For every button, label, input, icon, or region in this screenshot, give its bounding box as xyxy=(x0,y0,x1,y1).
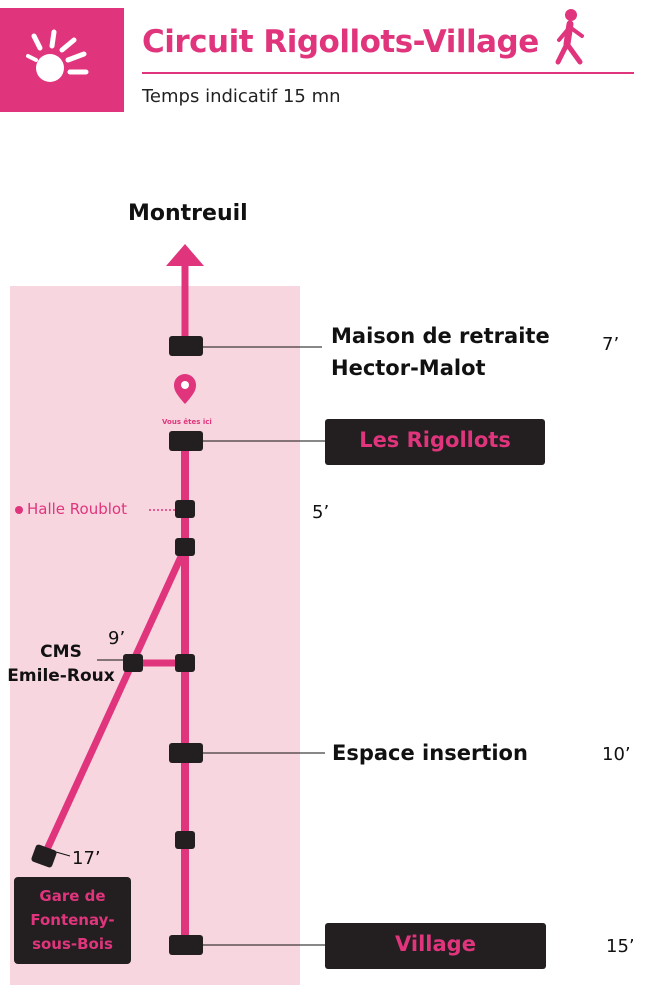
you-are-here-label: Vous êtes ici xyxy=(162,418,212,426)
gare-box xyxy=(14,877,131,964)
stop-village-label: Village xyxy=(395,932,476,956)
rigollots-box xyxy=(325,419,545,465)
walking-person-icon xyxy=(555,9,584,65)
destination-label: Montreuil xyxy=(128,201,248,226)
stop-marker-village xyxy=(169,935,203,955)
stop-marker-cms-right xyxy=(175,654,195,672)
logo-box xyxy=(0,8,124,112)
time-gare: 17’ xyxy=(72,848,101,869)
stop-marker-cms-left xyxy=(123,654,143,672)
stop-marker-halle xyxy=(175,500,195,518)
stop-cms-label: CMS xyxy=(40,642,82,662)
time-village: 15’ xyxy=(606,936,635,957)
stop-marker-maison xyxy=(169,336,203,356)
location-pin-icon xyxy=(174,374,196,404)
page-title: Circuit Rigollots-Village xyxy=(142,24,539,60)
stop-maison-line1: Maison de retraite xyxy=(331,324,550,348)
stop-marker-between xyxy=(175,831,195,849)
stop-cms-label-line2: Emile-Roux xyxy=(7,666,115,686)
stop-halle-label: Halle Roublot xyxy=(27,500,127,518)
stop-gare-line1: Gare de xyxy=(39,887,106,905)
arrow-up-icon xyxy=(166,244,204,266)
stop-marker-rigollots xyxy=(169,431,203,451)
time-halle: 5’ xyxy=(312,502,330,523)
stop-marker-junction xyxy=(175,538,195,556)
stop-espace-label: Espace insertion xyxy=(332,741,528,765)
stop-marker-gare xyxy=(31,844,57,868)
stop-marker-espace xyxy=(169,743,203,763)
time-espace: 10’ xyxy=(602,744,631,765)
route-line-branch xyxy=(40,546,189,858)
time-maison: 7’ xyxy=(602,334,620,355)
page-subtitle: Temps indicatif 15 mn xyxy=(142,86,341,107)
sun-icon xyxy=(26,29,89,82)
stop-rigollots-label: Les Rigollots xyxy=(359,428,511,452)
stop-maison-line2: Hector-Malot xyxy=(331,356,486,380)
time-cms: 9’ xyxy=(108,628,126,649)
village-box xyxy=(325,923,546,969)
connector-gare-time xyxy=(55,851,71,857)
halle-dot xyxy=(15,506,23,514)
stop-gare-line3: sous-Bois xyxy=(32,935,113,953)
neighbourhood-zone xyxy=(10,286,300,985)
stop-gare-line2: Fontenay- xyxy=(30,911,115,929)
